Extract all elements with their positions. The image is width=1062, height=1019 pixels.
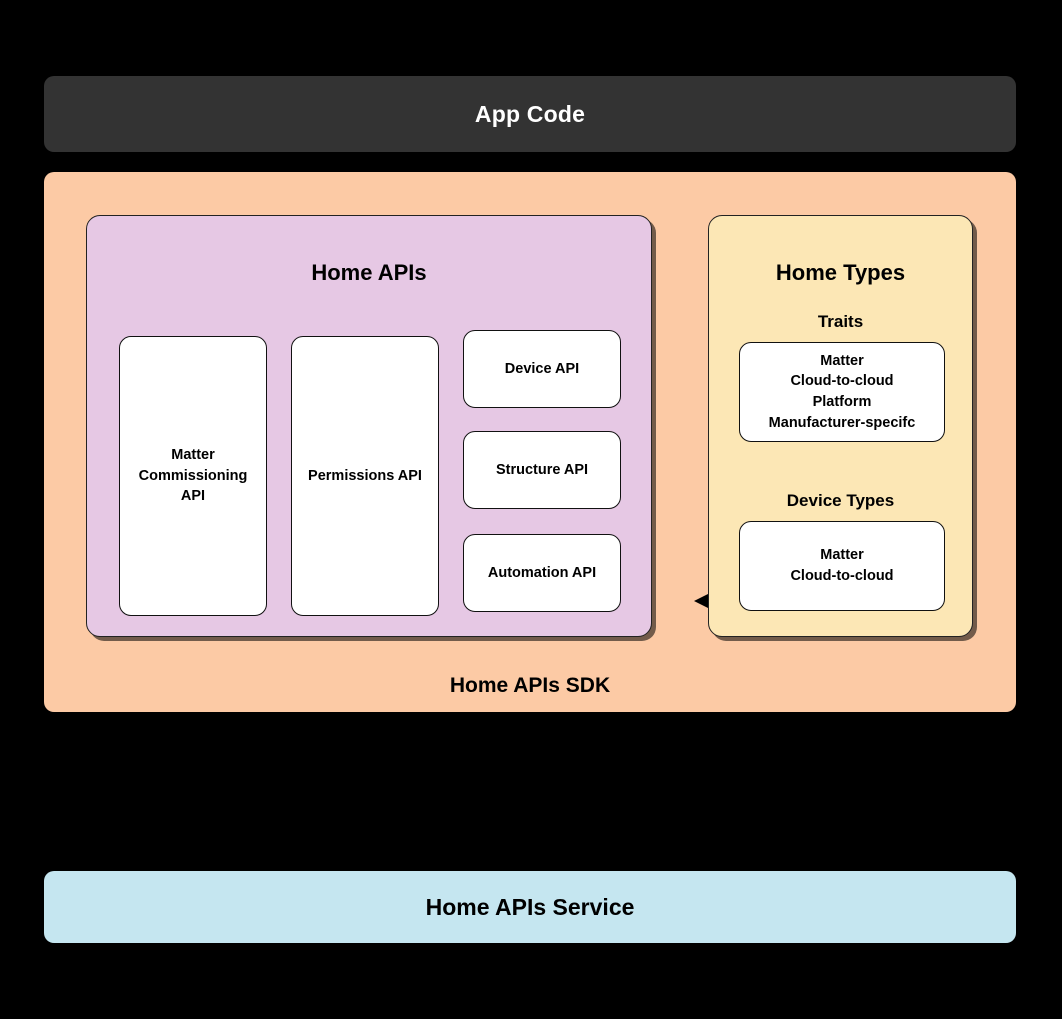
permissions-api-box: Permissions API — [291, 336, 439, 616]
home-apis-service-label: Home APIs Service — [425, 893, 635, 920]
device-api-box: Device API — [463, 330, 621, 408]
app-code-label: App Code — [474, 100, 586, 127]
traits-heading: Traits — [817, 312, 864, 331]
permissions-api-label: Permissions API — [308, 467, 422, 484]
app-code-block: App Code — [44, 76, 1016, 152]
structure-api-label: Structure API — [495, 461, 589, 478]
home-apis-sdk-label: Home APIs SDK — [449, 674, 611, 697]
home-apis-title: Home APIs — [311, 260, 427, 285]
automation-api-label: Automation API — [487, 564, 597, 581]
home-apis-service-block: Home APIs Service — [44, 871, 1016, 943]
device-api-label: Device API — [504, 360, 580, 377]
home-types-title: Home Types — [775, 260, 906, 285]
automation-api-box: Automation API — [463, 534, 621, 612]
structure-api-box: Structure API — [463, 431, 621, 509]
device-types-heading: Device Types — [786, 491, 895, 510]
